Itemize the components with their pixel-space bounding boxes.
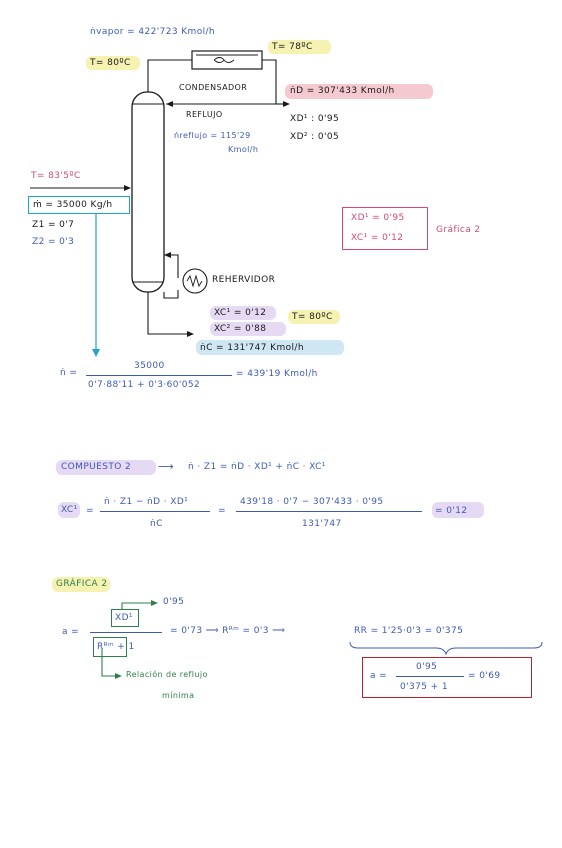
reflux-flow-label-2: Kmol/h bbox=[228, 145, 259, 154]
distillate-flow-label: ṅD = 307'433 Kmol/h bbox=[290, 86, 395, 96]
molar-flow-fraction-bar bbox=[86, 375, 232, 376]
grafica-reference-label: Gráfica 2 bbox=[436, 225, 481, 235]
molar-flow-denominator: 0'7·88'11 + 0'3·60'052 bbox=[88, 380, 201, 390]
feed-mass-box bbox=[28, 196, 130, 214]
a-numerator-box bbox=[111, 609, 139, 627]
xc-equals-2: = bbox=[218, 506, 226, 516]
highlight-nc bbox=[196, 340, 344, 355]
feed-z2-label: Z2 = 0'3 bbox=[32, 237, 75, 247]
xc-numerator-2: 439'18 · 0'7 − 307'433 · 0'95 bbox=[240, 497, 384, 507]
distillation-diagram bbox=[30, 50, 290, 357]
bottoms-temperature-label: T= 80ºC bbox=[292, 312, 333, 322]
a-final-lhs: a = bbox=[370, 671, 388, 681]
xc-fraction-bar-2 bbox=[236, 511, 422, 512]
a-fraction-bar bbox=[90, 632, 162, 633]
xc-denominator: ṅC bbox=[150, 519, 163, 529]
relacion-label-2: mínima bbox=[162, 691, 195, 700]
feed-z1-label: Z1 = 0'7 bbox=[32, 220, 75, 230]
grafica-reference-box bbox=[342, 207, 428, 250]
a-result: = 0'73 ⟹ Rᴿᵐ = 0'3 ⟹ bbox=[170, 626, 286, 636]
bottoms-x2-label: XC² = 0'88 bbox=[214, 324, 267, 334]
a-final-numerator: 0'95 bbox=[416, 662, 438, 672]
reflux-label: REFLUJO bbox=[186, 110, 223, 119]
highlight-xc-result bbox=[432, 502, 484, 518]
a-numerator: XD¹ bbox=[115, 613, 133, 623]
condenser-temperature-label: T= 78ºC bbox=[272, 42, 313, 52]
xc-denominator-2: 131'747 bbox=[302, 519, 342, 529]
grafica-label: GRÁFICA 2 bbox=[56, 579, 108, 589]
a-final-denominator: 0'375 + 1 bbox=[400, 682, 448, 692]
highlight-xc1 bbox=[210, 306, 276, 320]
molar-flow-numerator: 35000 bbox=[134, 361, 165, 371]
highlight-t-condenser bbox=[268, 40, 331, 54]
highlight-compuesto bbox=[56, 460, 156, 475]
feed-mass-label: ṁ = 35000 Kg/h bbox=[33, 200, 113, 210]
box-xd-label: XD¹ = 0'95 bbox=[351, 213, 405, 223]
a-denominator-box bbox=[93, 637, 127, 657]
highlight-t-top bbox=[86, 56, 140, 70]
rr-equation: RR = 1'25·0'3 = 0'375 bbox=[354, 626, 464, 636]
molar-flow-result: = 439'19 Kmol/h bbox=[236, 369, 318, 379]
a-final-box bbox=[362, 657, 532, 698]
compuesto-balance-eq: ṅ · Z1 = ṅD · XD¹ + ṅC · XC¹ bbox=[188, 462, 326, 472]
highlight-grafica bbox=[52, 577, 110, 592]
distillation-column bbox=[131, 91, 165, 293]
compuesto-arrow-icon: ⟶ bbox=[158, 460, 175, 473]
xc-result: = 0'12 bbox=[435, 506, 468, 516]
highlight-t-bottom bbox=[288, 310, 340, 324]
reboiler-shape bbox=[182, 268, 208, 294]
highlight-nd bbox=[285, 84, 433, 99]
reflux-flow-label-1: ṅreflujo = 115'29 bbox=[174, 131, 251, 140]
relacion-label-1: Relación de reflujo bbox=[126, 670, 208, 679]
a-denominator: Rᴿᵐ + 1 bbox=[97, 642, 135, 652]
box-xc-label: XC¹ = 0'12 bbox=[351, 233, 404, 243]
a-final-result: = 0'69 bbox=[468, 671, 501, 681]
xc-fraction-bar bbox=[100, 511, 210, 512]
feed-temperature-label: T= 83'5ºC bbox=[31, 171, 81, 181]
distillate-x2-label: XD² : 0'05 bbox=[290, 132, 340, 142]
a-final-fraction-bar bbox=[396, 676, 464, 677]
top-temperature-label: T= 80ºC bbox=[90, 58, 131, 68]
a-lhs: a = bbox=[62, 627, 80, 637]
grafica-annotations bbox=[101, 600, 543, 679]
distillate-x1-label: XD¹ : 0'95 bbox=[290, 114, 340, 124]
condenser-coil-icon bbox=[213, 57, 235, 63]
condenser-label: CONDENSADOR bbox=[179, 83, 248, 92]
xd-arrow-value: 0'95 bbox=[163, 597, 185, 607]
bottoms-x1-label: XC¹ = 0'12 bbox=[214, 308, 267, 318]
reboiler-coil-icon bbox=[186, 274, 203, 288]
highlight-xc-lhs bbox=[58, 502, 80, 518]
xc-numerator: ṅ · Z1 − ṅD · XD¹ bbox=[104, 497, 189, 507]
condenser-shape bbox=[191, 50, 263, 70]
compuesto-label: COMPUESTO 2 bbox=[61, 462, 132, 472]
molar-flow-lhs: ṅ = bbox=[60, 368, 78, 378]
xc-lhs: XC¹ bbox=[61, 505, 78, 515]
xc-equals: = bbox=[86, 506, 94, 516]
bottoms-flow-label: ṅC = 131'747 Kmol/h bbox=[200, 343, 304, 353]
reboiler-label: REHERVIDOR bbox=[212, 275, 276, 285]
vapor-flow-label: ṅvapor = 422'723 Kmol/h bbox=[90, 27, 216, 37]
highlight-xc2 bbox=[210, 322, 286, 336]
